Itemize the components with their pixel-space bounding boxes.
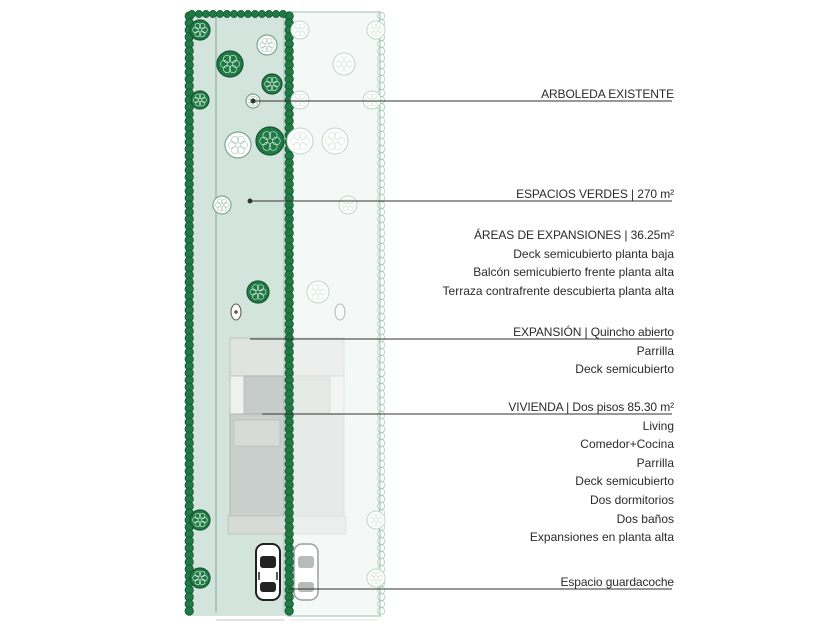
- hedge-shrub: [258, 10, 266, 18]
- hedge-shrub: [272, 10, 280, 18]
- quincho-item: Parrilla: [636, 343, 674, 358]
- hedge-shrub: [237, 10, 245, 18]
- label-arboleda: ARBOLEDA EXISTENTE: [541, 85, 674, 104]
- hedge-shrub: [184, 606, 194, 616]
- neighbor-tree-icon: [321, 127, 349, 155]
- hedge-shrub: [209, 10, 217, 18]
- expansiones-item: Balcón semicubierto frente planta alta: [473, 265, 674, 280]
- hedge-shrub: [251, 10, 259, 18]
- expansiones-item: Terraza contrafrente descubierta planta …: [442, 283, 674, 298]
- vivienda-item: Living: [642, 418, 674, 433]
- label-areas-expansiones: ÁREAS DE EXPANSIONES | 36.25m² Deck semi…: [442, 226, 675, 300]
- label-quincho: EXPANSIÓN | Quincho abierto Parrilla Dec…: [513, 323, 674, 379]
- quincho-title: EXPANSIÓN | Quincho abierto: [513, 325, 674, 339]
- vivienda-item: Parrilla: [636, 455, 674, 470]
- vivienda-item: Deck semicubierto: [575, 474, 674, 489]
- hedge-shrub: [377, 607, 386, 615]
- tree-icon: [190, 90, 210, 110]
- neighbor-tree-icon: [362, 90, 382, 110]
- label-garage: Espacio guardacoche: [560, 573, 674, 592]
- hedge-shrub: [265, 10, 273, 18]
- neighbor-tree-icon: [286, 127, 314, 155]
- neighbor-parrilla-icon: [334, 303, 346, 321]
- hedge-shrub: [244, 10, 252, 18]
- neighbor-tree-icon: [366, 510, 386, 530]
- hedge-shrub: [279, 10, 287, 18]
- leader-dot-arboleda: [250, 98, 256, 104]
- neighbor-tree-icon: [338, 195, 358, 215]
- hedge-group: [184, 10, 386, 616]
- neighbor-house-footprint: [287, 337, 347, 535]
- hedge-shrub: [202, 10, 210, 18]
- tree-icon: [189, 509, 211, 531]
- neighbor-tree-icon: [290, 90, 310, 110]
- parrilla-icon: [230, 303, 242, 321]
- hedge-shrub: [223, 10, 231, 18]
- tree-icon: [261, 73, 283, 95]
- car-dark-icon: [255, 543, 281, 601]
- neighbor-tree-icon: [366, 568, 386, 588]
- tree-icon: [212, 195, 232, 215]
- neighbor-tree-icon: [290, 20, 310, 40]
- leader-dot-verdes: [247, 198, 253, 204]
- label-espacios-verdes: ESPACIOS VERDES | 270 m²: [516, 185, 674, 204]
- hedge-shrub: [188, 10, 196, 18]
- vivienda-item: Dos baños: [616, 511, 674, 526]
- hedge-shrub: [195, 10, 203, 18]
- neighbor-tree-icon: [332, 52, 356, 76]
- garage-title: Espacio guardacoche: [560, 575, 674, 589]
- neighbor-tree-icon: [366, 20, 386, 40]
- tree-icon: [256, 34, 278, 56]
- vivienda-item: Comedor+Cocina: [580, 437, 674, 452]
- tree-icon: [189, 567, 211, 589]
- tree-icon: [246, 280, 270, 304]
- car-light-icon: [293, 543, 319, 601]
- house-footprint: [227, 337, 287, 535]
- vivienda-item: Expansiones en planta alta: [529, 530, 674, 545]
- neighbor-tree-icon: [306, 280, 330, 304]
- label-vivienda: VIVIENDA | Dos pisos 85.30 m² Living Com…: [508, 398, 674, 547]
- expansiones-title: ÁREAS DE EXPANSIONES | 36.25m²: [474, 228, 674, 242]
- tree-icon: [189, 19, 211, 41]
- hedge-shrub: [284, 606, 294, 616]
- vivienda-title: VIVIENDA | Dos pisos 85.30 m²: [508, 400, 674, 414]
- quincho-item: Deck semicubierto: [575, 362, 674, 377]
- hedge-shrub: [216, 10, 224, 18]
- arboleda-title: ARBOLEDA EXISTENTE: [541, 87, 674, 101]
- tree-icon: [224, 131, 252, 159]
- expansiones-item: Deck semicubierto planta baja: [513, 246, 674, 261]
- vivienda-item: Dos dormitorios: [589, 492, 674, 507]
- leader-lines: [247, 98, 672, 590]
- tree-icon: [216, 50, 244, 78]
- tree-group: [189, 19, 386, 589]
- verdes-title: ESPACIOS VERDES | 270 m²: [516, 187, 674, 201]
- hedge-shrub: [230, 10, 238, 18]
- tree-icon: [255, 126, 285, 156]
